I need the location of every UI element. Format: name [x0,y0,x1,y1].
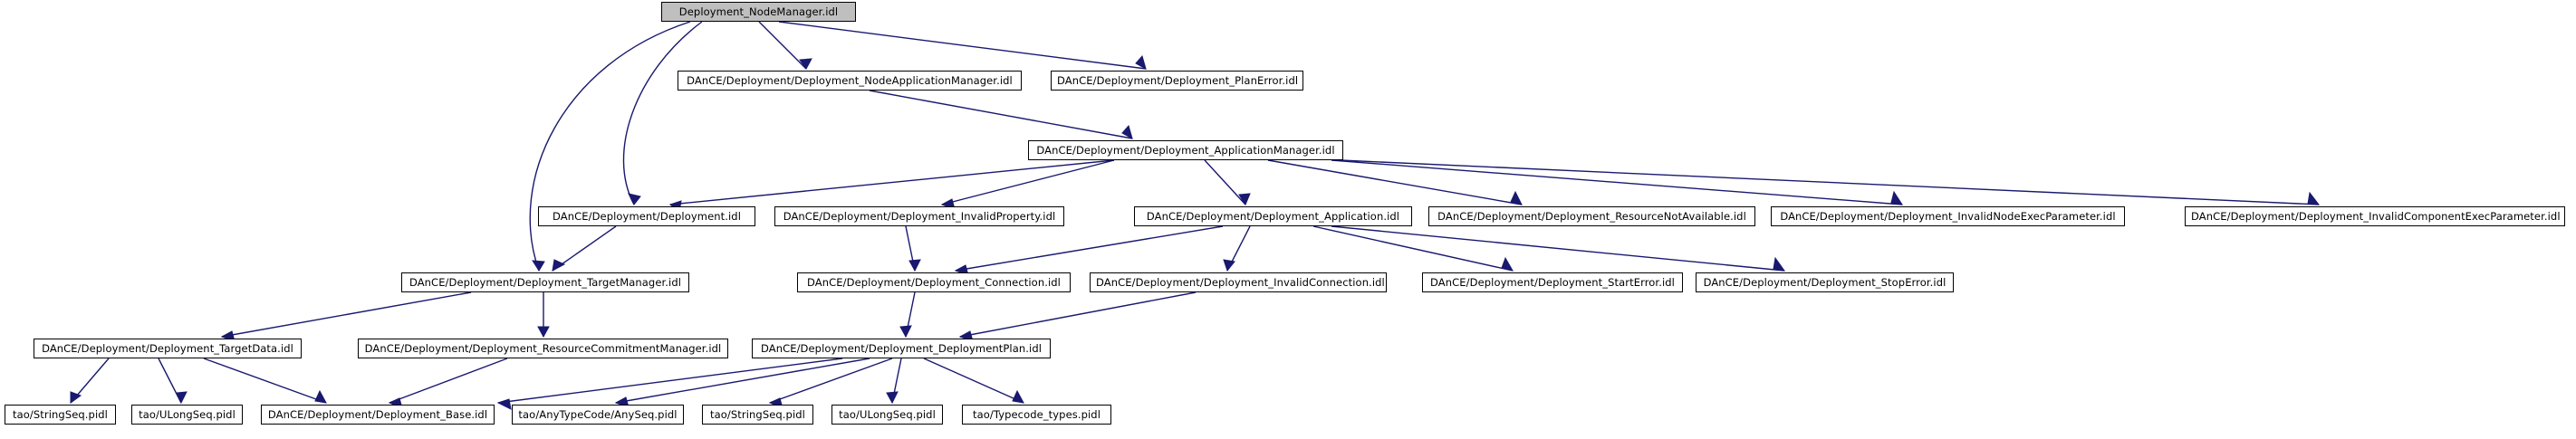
graph-edge [778,21,1147,70]
graph-edge [1267,159,1523,205]
graph-edge [622,21,703,205]
graph-edge-arrowhead [552,259,566,272]
graph-node[interactable]: DAnCE/Deployment/Deployment_InvalidConne… [1090,272,1387,292]
graph-edge-arrowhead [1135,54,1147,71]
graph-node[interactable]: DAnCE/Deployment/Deployment_ResourceComm… [358,339,728,358]
graph-node[interactable]: DAnCE/Deployment/Deployment_InvalidCompo… [2185,206,2565,226]
graph-edge [959,291,1197,338]
graph-edge [1226,225,1251,272]
graph-edge [1312,225,1514,272]
graph-edge [158,358,182,404]
graph-edge-arrowhead [1890,190,1904,205]
graph-edge [497,358,843,404]
graph-node[interactable]: DAnCE/Deployment/Deployment_Application.… [1134,206,1412,226]
graph-edge [758,21,807,70]
graph-edge [615,358,870,404]
graph-edge-arrowhead [899,325,912,339]
graph-edge-arrowhead [1238,193,1251,206]
graph-edge-arrowhead [537,326,550,339]
graph-edge-arrowhead [1510,190,1523,205]
graph-edge-arrowhead [2307,191,2321,205]
graph-node[interactable]: DAnCE/Deployment/Deployment_InvalidNodeE… [1771,206,2125,226]
graph-edge-arrowhead [799,58,812,70]
graph-edge-arrowhead [1501,256,1514,272]
graph-edge-arrowhead [1773,256,1786,272]
graph-edge [552,225,617,272]
graph-edge-arrowhead [1121,124,1133,140]
graph-node-root[interactable]: Deployment_NodeManager.idl [661,2,856,22]
graph-node[interactable]: DAnCE/Deployment/Deployment.idl [538,206,755,226]
graph-edge [1204,159,1246,205]
graph-edge [955,225,1224,272]
graph-node[interactable]: DAnCE/Deployment/Deployment_TargetManage… [401,272,689,292]
graph-edge [669,159,1115,205]
graph-edge-arrowhead [70,391,82,404]
graph-edge [905,291,916,338]
graph-node[interactable]: tao/StringSeq.pidl [702,405,813,425]
graph-node[interactable]: tao/Typecode_types.pidl [962,405,1111,425]
graph-edge-arrowhead [1012,389,1024,404]
graph-node[interactable]: DAnCE/Deployment/Deployment_Base.idl [261,405,495,425]
graph-node[interactable]: DAnCE/Deployment/Deployment_Connection.i… [797,272,1071,292]
graph-edge [203,358,327,404]
graph-edge-arrowhead [1223,259,1235,272]
graph-node[interactable]: DAnCE/Deployment/Deployment_TargetData.i… [34,339,302,358]
graph-edge [1340,159,2320,205]
graph-edge-arrowhead [532,260,545,272]
graph-edge [1331,159,1903,205]
graph-node[interactable]: DAnCE/Deployment/Deployment_ResourceNotA… [1428,206,1755,226]
graph-edge-arrowhead [314,389,327,404]
graph-node[interactable]: DAnCE/Deployment/Deployment_DeploymentPl… [752,339,1051,358]
graph-node[interactable]: tao/StringSeq.pidl [5,405,116,425]
graph-node[interactable]: tao/ULongSeq.pidl [831,405,943,425]
graph-node[interactable]: tao/ULongSeq.pidl [131,405,243,425]
graph-node[interactable]: DAnCE/Deployment/Deployment_StartError.i… [1422,272,1683,292]
graph-node[interactable]: tao/AnyTypeCode/AnySeq.pidl [512,405,684,425]
graph-edge [905,225,916,272]
graph-edge [941,159,1115,205]
graph-edge-arrowhead [908,259,921,272]
graph-node[interactable]: DAnCE/Deployment/Deployment_InvalidPrope… [774,206,1064,226]
graph-edge-arrowhead [176,391,187,405]
graph-node[interactable]: DAnCE/Deployment/Deployment_PlanError.id… [1051,71,1303,91]
graph-edge [1331,225,1785,272]
graph-edge [389,358,508,404]
graph-edge [769,358,893,404]
graph-edge [529,21,691,272]
graph-edge-arrowhead [496,398,512,410]
graph-edge [869,90,1133,139]
graph-edge [923,358,1024,404]
graph-edge-arrowhead [628,193,641,205]
graph-edge-arrowhead [886,391,899,405]
graph-node[interactable]: DAnCE/Deployment/Deployment_ApplicationM… [1028,140,1343,160]
graph-edge [891,358,902,404]
graph-node[interactable]: DAnCE/Deployment/Deployment_NodeApplicat… [678,71,1022,91]
graph-edge [221,291,472,338]
graph-edge [70,358,110,404]
graph-node[interactable]: DAnCE/Deployment/Deployment_StopError.id… [1696,272,1954,292]
